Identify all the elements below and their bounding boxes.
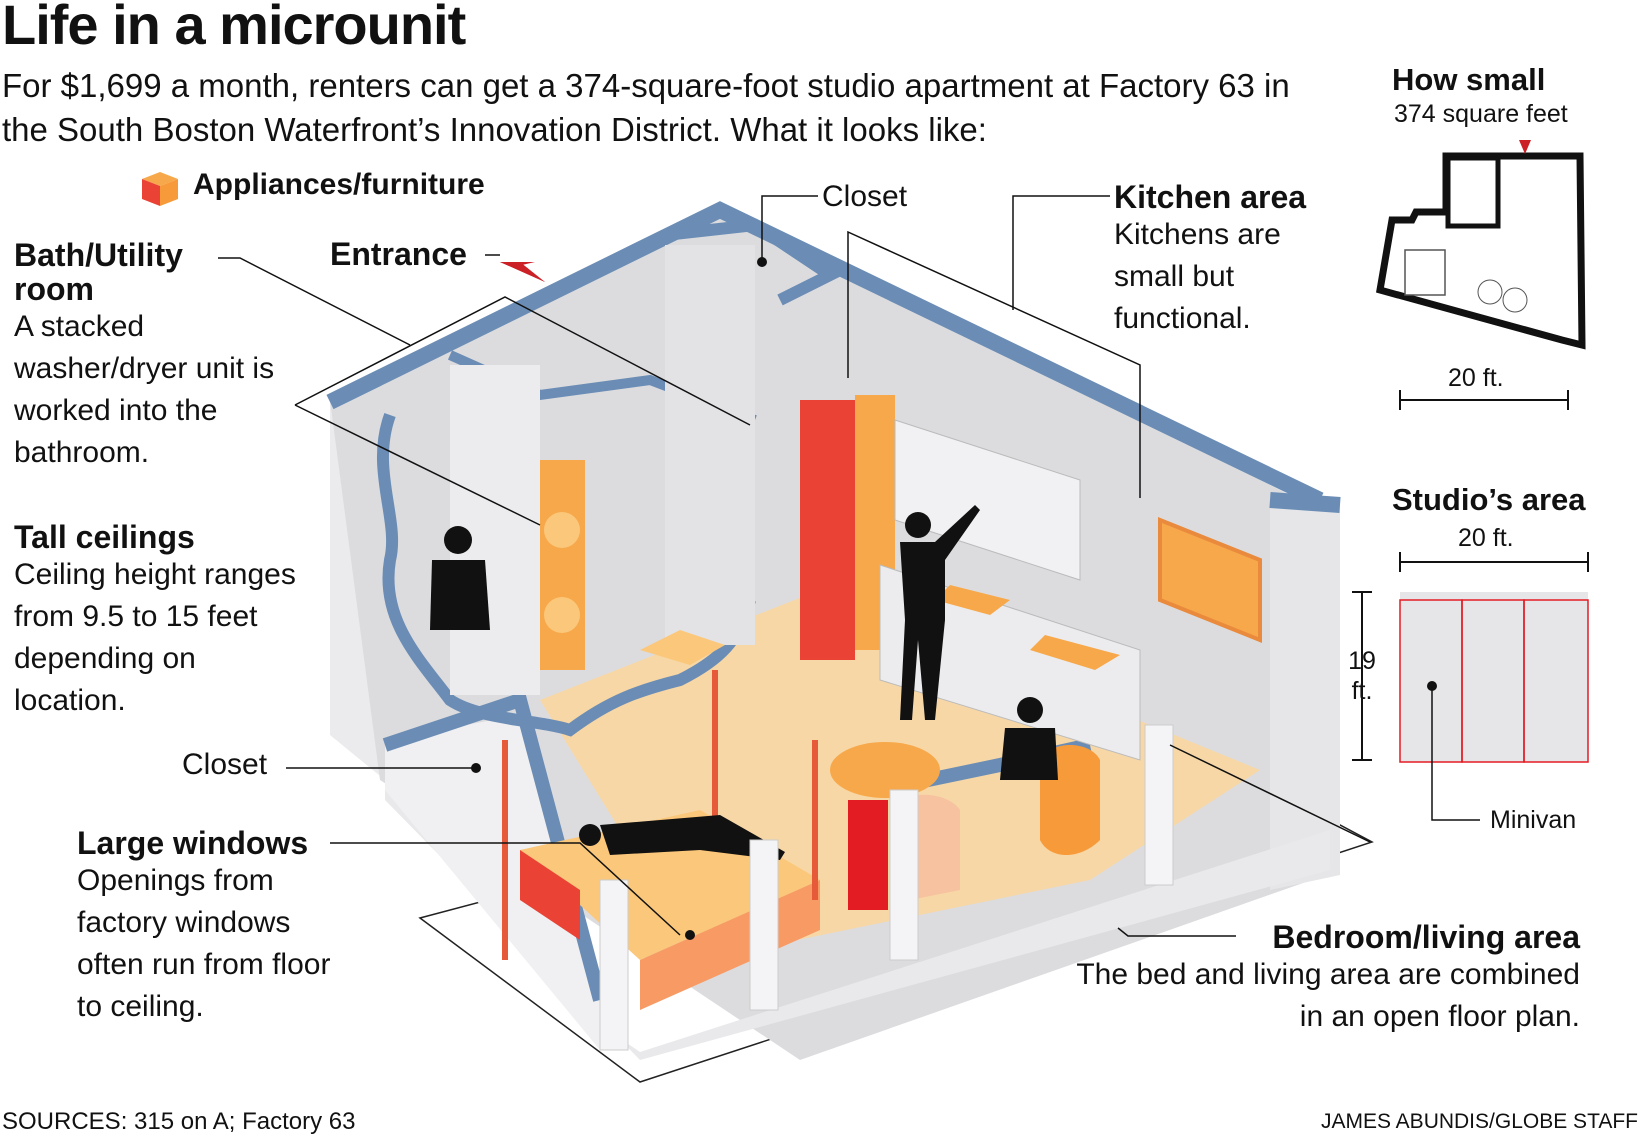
studio-area-heading: Studio’s area: [1392, 482, 1586, 517]
cooktop-2: [1030, 635, 1120, 670]
kitchen-callout: Kitchen area Kitchens are small but func…: [1114, 180, 1344, 340]
washer-door: [544, 597, 580, 633]
sources-footer: SOURCES: 315 on A; Factory 63: [2, 1108, 356, 1135]
kitchen-text: Kitchens are small but functional.: [1114, 218, 1281, 335]
upper-cabinets: [894, 419, 1081, 581]
washer-dryer: [540, 460, 585, 670]
how-small-subheading: 374 square feet: [1394, 100, 1568, 128]
dryer-door: [544, 512, 580, 548]
bath-heading: Bath/Utility room: [14, 237, 183, 307]
ceilings-callout: Tall ceilings Ceiling height ranges from…: [14, 520, 304, 722]
studio-area-width-dimension: [1399, 552, 1589, 572]
person-kitchen-silhouette: [900, 505, 980, 720]
wall-panel: [1158, 517, 1262, 643]
person-seated-silhouette: [1000, 697, 1058, 780]
bedroom-callout: Bedroom/living area The bed and living a…: [1050, 920, 1580, 1038]
floor-plan-entrance-marker: [1519, 140, 1531, 154]
wall-top-left: [326, 201, 1324, 508]
bed-headboard: [520, 850, 580, 940]
refrigerator: [800, 400, 855, 660]
windows-dot: [685, 930, 695, 940]
floor-plan-chair-2: [1502, 287, 1528, 313]
right-wall-top: [1269, 492, 1341, 513]
legend-label: Appliances/furniture: [193, 168, 485, 201]
closet-top-label: Closet: [822, 180, 908, 213]
closet-top-dot: [757, 257, 767, 267]
closet-top: [664, 218, 842, 306]
kitchen-heading: Kitchen area: [1114, 179, 1307, 215]
cooktop-1: [935, 585, 1010, 615]
window-mullion-4: [1144, 724, 1174, 886]
window-mullion-1: [599, 879, 629, 1051]
studio-area-width-label: 20 ft.: [1458, 524, 1514, 552]
bedroom-heading: Bedroom/living area: [1272, 919, 1580, 955]
how-small-width-label: 20 ft.: [1448, 364, 1504, 392]
ceilings-text: Ceiling height ranges from 9.5 to 15 fee…: [14, 558, 296, 717]
studio-area-height-dimension: [1352, 591, 1372, 761]
bathroom-sink: [640, 630, 725, 665]
floor-plan-chair-1: [1477, 279, 1503, 305]
windows-heading: Large windows: [77, 825, 309, 861]
right-exterior-wall: [1270, 500, 1340, 890]
credit-footer: JAMES ABUNDIS/GLOBE STAFF: [1320, 1110, 1638, 1133]
minivan-leader: [1431, 686, 1480, 821]
person-bathroom-silhouette: [430, 526, 490, 630]
section-cut-line: [377, 412, 756, 737]
page-title: Life in a microunit: [2, 0, 466, 56]
bath-callout: Bath/Utility room A stacked washer/dryer…: [14, 237, 274, 474]
studio-area-rect: [1400, 592, 1588, 762]
how-small-heading: How small: [1392, 62, 1546, 97]
studio-area-height-label: 19 ft.: [1348, 647, 1376, 705]
person-bed-silhouette: [579, 815, 785, 860]
leader-lines: [218, 195, 1371, 937]
orange-cube-icon: [142, 172, 178, 206]
floor-plan-bath: [1445, 155, 1501, 229]
closet-left-label: Closet: [182, 748, 268, 781]
bath-text: A stacked washer/dryer unit is worked in…: [14, 310, 275, 469]
ceilings-heading: Tall ceilings: [14, 519, 195, 555]
floor-plan-bed: [1404, 249, 1446, 296]
front-bedroom-wall: [385, 745, 1330, 1060]
entrance-arrowhead: [500, 262, 545, 282]
entrance-label: Entrance: [330, 236, 467, 272]
closet-partition: [665, 245, 755, 645]
windows-callout: Large windows Openings from factory wind…: [77, 826, 337, 1028]
window-mullion-2: [749, 839, 779, 1011]
window-mullion-3: [889, 789, 919, 961]
table-base: [848, 800, 888, 910]
table-top: [830, 742, 940, 798]
page-subtitle: For $1,699 a month, renters can get a 37…: [2, 67, 1290, 148]
closet-left-dot: [471, 763, 481, 773]
floor-plan-dimension: [1399, 390, 1569, 410]
front-window-wall: [385, 715, 600, 1050]
windows-text: Openings from factory windows often run …: [77, 864, 331, 1023]
bedroom-text: The bed and living area are combined in …: [1076, 958, 1580, 1033]
minivan-3: [1523, 599, 1589, 763]
minivan-label: Minivan: [1490, 806, 1577, 834]
